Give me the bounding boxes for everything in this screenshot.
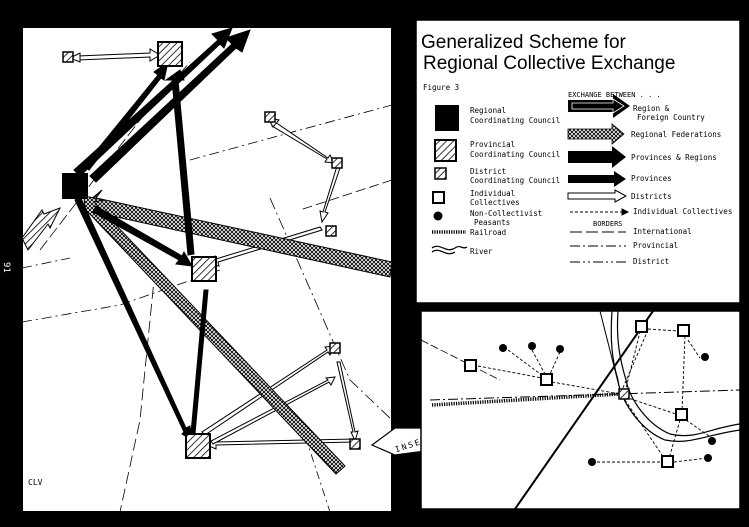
legend-peasant-line1: Non-Collectivist <box>470 209 542 218</box>
district-council-nodes <box>62 51 361 450</box>
legend-provincial-border-label: Provincial <box>633 241 678 250</box>
legend-federations-label: Regional Federations <box>631 130 721 139</box>
inset-river <box>610 310 741 442</box>
legend-provinces-regions-label: Provinces & Regions <box>631 153 717 162</box>
legend-international-label: International <box>633 227 692 236</box>
legend-peasant-symbol <box>433 211 443 221</box>
legend-regional-line1: Regional <box>470 106 506 115</box>
regional-council-node <box>62 173 88 199</box>
provincial-council-nodes <box>157 41 217 459</box>
legend-peasant-line2: Peasants <box>474 218 510 227</box>
legend-river-label: River <box>470 247 493 256</box>
legend-regional-symbol <box>435 105 459 131</box>
legend-provinces-label: Provinces <box>631 174 672 183</box>
legend-region-foreign-line1: Region & <box>633 104 670 113</box>
legend-provincial-line1: Provincial <box>470 140 515 149</box>
inset-district-council <box>618 388 630 400</box>
legend-collective-line1: Individual <box>470 189 515 198</box>
legend-individual-label: Individual Collectives <box>633 207 732 216</box>
legend-collective-line2: Collectives <box>470 198 520 207</box>
legend-regional-line2: Coordinating Council <box>470 116 560 125</box>
black-arrows <box>73 27 251 445</box>
legend-districts-arrow <box>567 189 628 203</box>
inset-collectives <box>464 320 690 468</box>
main-map: CLV <box>21 26 393 513</box>
legend-provinces-regions-arrow <box>568 146 626 168</box>
legend-federations-arrow <box>567 123 625 145</box>
title-line-2: Regional Collective Exchange <box>423 53 675 74</box>
inset-exchange-arrows <box>477 328 713 463</box>
legend-districts-label: Districts <box>631 192 672 201</box>
legend-district-border-label: District <box>633 257 669 266</box>
legend-panel: Generalized Scheme for Regional Collecti… <box>415 19 741 304</box>
legend-railroad-label: Railroad <box>470 228 506 237</box>
legend-river-symbol <box>431 245 468 255</box>
legend-district-symbol <box>434 167 447 180</box>
legend-district-line1: District <box>470 167 506 176</box>
borders-header: BORDERS <box>593 220 623 228</box>
legend-collective-symbol <box>432 191 445 204</box>
legend-region-foreign-line2: Foreign Country <box>637 113 705 122</box>
legend-provincial-line2: Coordinating Council <box>470 150 560 159</box>
signature: CLV <box>28 478 43 487</box>
railroad-arrow <box>21 207 62 251</box>
figure-label: Figure 3 <box>423 83 459 92</box>
inset-map <box>420 310 741 510</box>
inset-peasants <box>499 342 716 466</box>
title-line-1: Generalized Scheme for <box>421 32 627 53</box>
legend-district-line2: Coordinating Council <box>470 176 560 185</box>
legend-individual-arrow <box>570 208 630 216</box>
legend-provinces-arrow <box>568 171 626 187</box>
page-number: 91 <box>1 262 11 273</box>
legend-provincial-symbol <box>434 139 457 162</box>
